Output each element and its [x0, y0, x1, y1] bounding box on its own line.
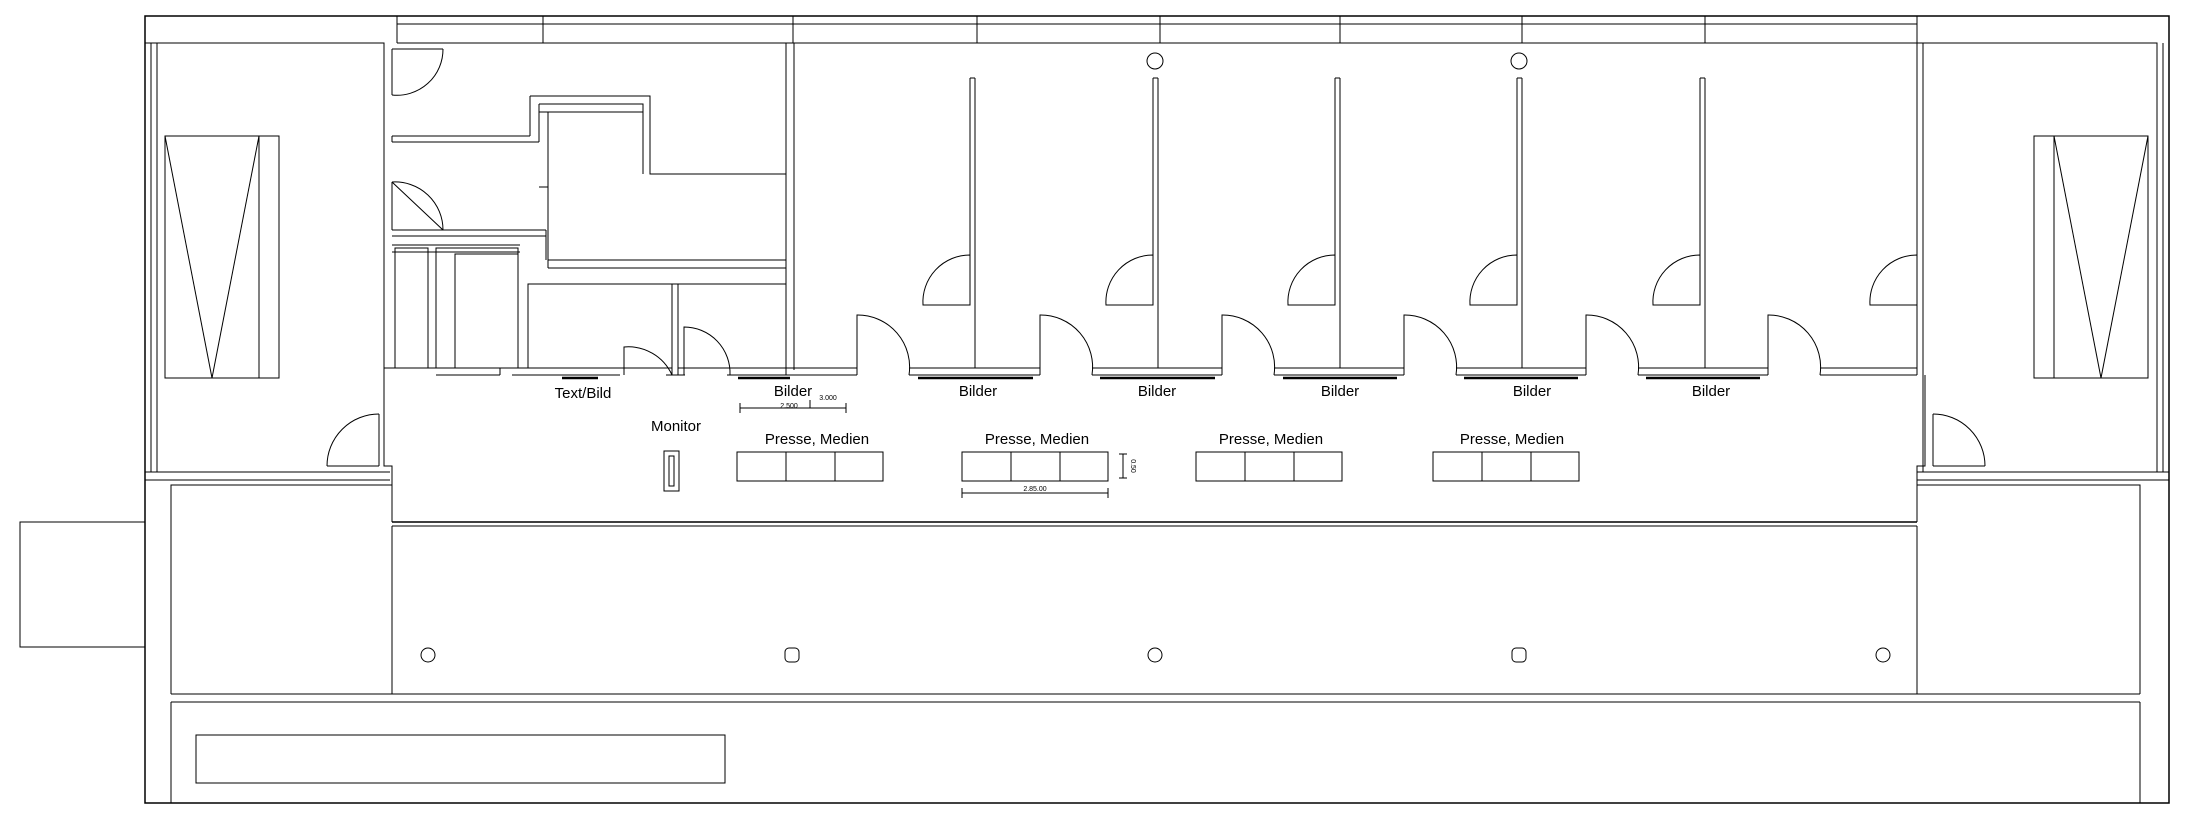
left-wing [145, 42, 390, 481]
left-corridor-door [326, 413, 380, 467]
label-text-bild: Text/Bild [555, 385, 612, 402]
press-desk-2 [961, 451, 1109, 482]
storage-rooms [512, 283, 787, 376]
label-bilder-6: Bilder [1692, 383, 1730, 400]
label-bilder-2: Bilder [959, 383, 997, 400]
press-desk-3 [1195, 451, 1343, 482]
wc-door-upper [391, 48, 444, 96]
right-staircase [2033, 135, 2149, 379]
label-presse-medien-4: Presse, Medien [1460, 431, 1564, 448]
dimension-2500: 2.500 [780, 403, 798, 410]
press-desk-1 [736, 451, 884, 482]
dimension-3000: 3.000 [819, 395, 837, 402]
column-1 [420, 647, 436, 663]
label-bilder-4: Bilder [1321, 383, 1359, 400]
booth-partitions [785, 43, 1918, 376]
monitor-stand [663, 450, 680, 492]
left-staircase [164, 135, 280, 379]
dimension-050: 0.50 [1129, 459, 1136, 473]
label-monitor: Monitor [651, 418, 701, 435]
outer-walls [19, 15, 2170, 804]
column-5 [1875, 647, 1891, 663]
press-desks [736, 451, 1580, 482]
lower-hall [170, 484, 2141, 803]
label-presse-medien-3: Presse, Medien [1219, 431, 1323, 448]
right-wing [1917, 42, 2169, 481]
label-presse-medien-1: Presse, Medien [765, 431, 869, 448]
dimension-annotations: 3.000 2.500 2.85.00 0.50 [739, 395, 1136, 498]
label-bilder-5: Bilder [1513, 383, 1551, 400]
label-bilder-3: Bilder [1138, 383, 1176, 400]
column-3 [1147, 647, 1163, 663]
column-4 [1511, 647, 1527, 663]
lower-counter [195, 734, 726, 784]
locker-cabinets [384, 247, 519, 376]
column-2 [784, 647, 800, 663]
right-corridor-door [1932, 413, 1986, 467]
exhibition-hall [383, 375, 1926, 527]
service-rooms [383, 43, 795, 376]
wc-door-lower [391, 181, 444, 231]
press-desk-4 [1432, 451, 1580, 482]
label-bilder-1: Bilder [774, 383, 812, 400]
columns [420, 647, 1891, 663]
dimension-2850: 2.85.00 [1023, 486, 1046, 493]
label-presse-medien-2: Presse, Medien [985, 431, 1089, 448]
room-labels: Text/Bild Monitor Bilder Bilder Bilder B… [555, 383, 1731, 448]
